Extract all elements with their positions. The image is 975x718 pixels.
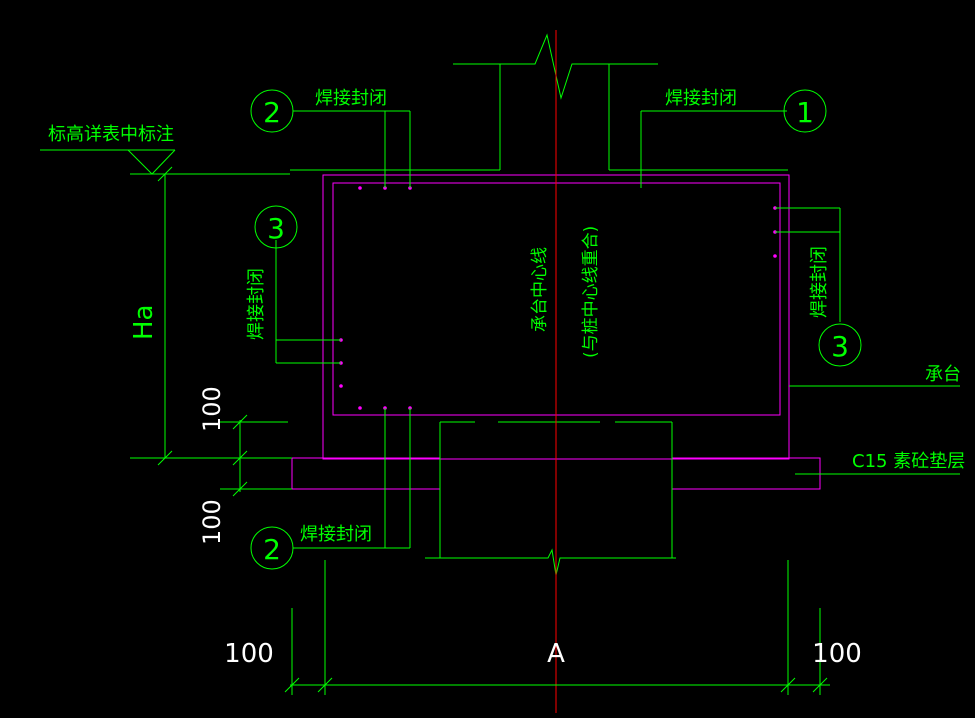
marker-3-right: 3: [818, 323, 862, 367]
marker-1: 1: [783, 89, 827, 133]
dim-100-lower: 100: [198, 499, 226, 545]
weld-seal-label-left: 焊接封闭: [246, 268, 267, 340]
weld-seal-label-top-right: 焊接封闭: [665, 88, 737, 109]
dim-100-bottom-right: 100: [812, 639, 862, 669]
svg-text:3: 3: [831, 330, 849, 363]
marker-2-bottom: 2: [250, 526, 294, 570]
svg-text:2: 2: [263, 96, 281, 129]
weld-seal-label-top-left: 焊接封闭: [315, 88, 387, 109]
rebar-dots: [339, 186, 777, 410]
dim-100-upper: 100: [198, 386, 226, 432]
bottom-dimension: 100 A 100: [224, 560, 862, 695]
elevation-marker: 标高详表中标注: [40, 124, 290, 175]
left-100-dimensions: 100 100: [198, 386, 292, 545]
leader-lines: [275, 110, 960, 549]
svg-text:1: 1: [796, 96, 814, 129]
dim-100-bottom-left: 100: [224, 639, 274, 669]
svg-text:标高详表中标注: 标高详表中标注: [48, 124, 174, 145]
column-outline: [290, 33, 788, 171]
pile-outline: [425, 421, 676, 576]
weld-seal-label-right: 焊接封闭: [809, 246, 830, 318]
cushion-label: C15 素砼垫层: [852, 451, 965, 472]
weld-seal-label-bottom: 焊接封闭: [300, 524, 372, 545]
dim-a: A: [547, 639, 565, 669]
cap-centerline-label: 承台中心线: [530, 247, 550, 332]
cap-label: 承台: [925, 364, 961, 385]
coincide-label: (与桩中心线重合): [581, 226, 601, 358]
marker-3-left: 3: [254, 205, 298, 249]
svg-text:2: 2: [263, 533, 281, 566]
svg-text:Ha: Ha: [129, 305, 159, 340]
ha-dimension: Ha: [129, 166, 292, 466]
svg-text:3: 3: [267, 212, 285, 245]
marker-2-top: 2: [250, 89, 294, 133]
